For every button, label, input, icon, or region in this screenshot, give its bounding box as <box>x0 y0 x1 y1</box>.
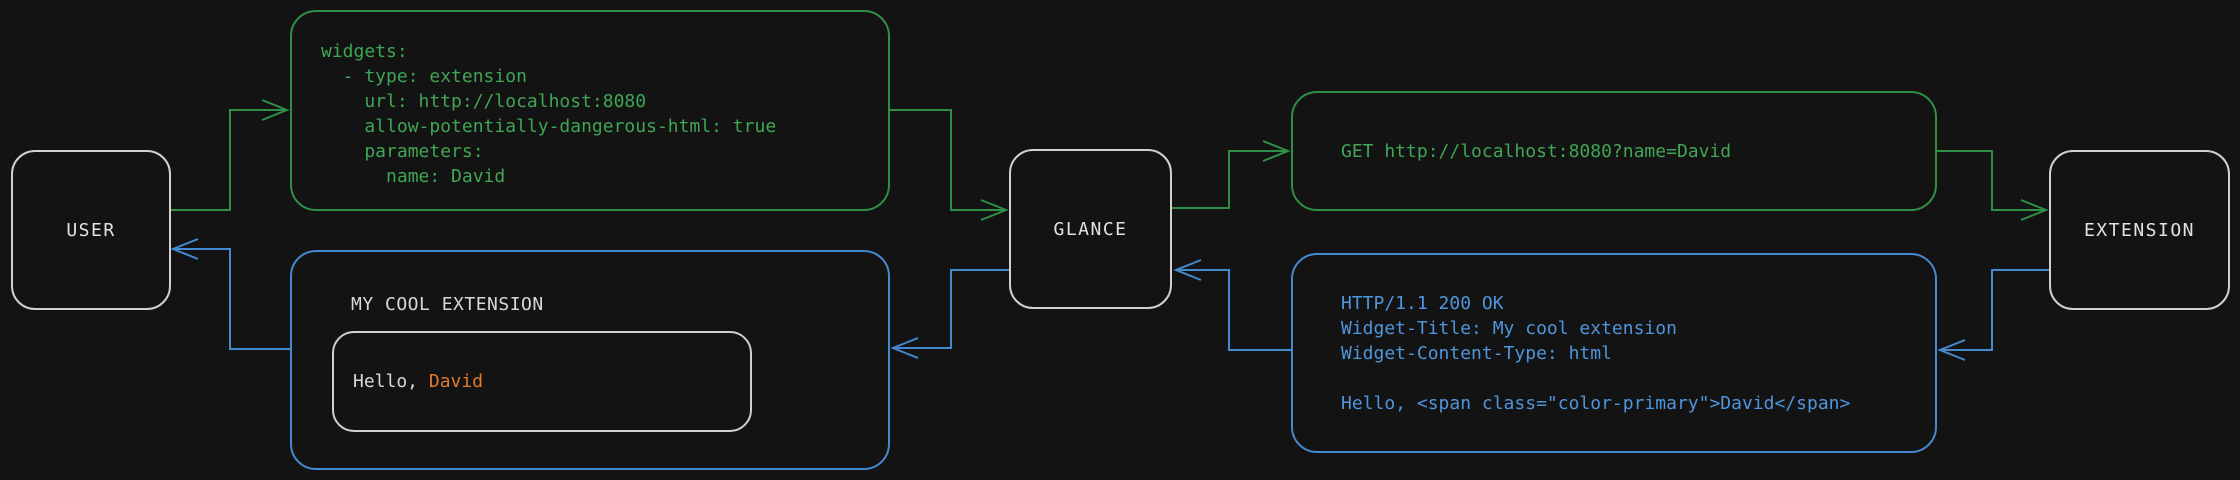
glance-node-label: GLANCE <box>1053 218 1128 240</box>
arrow-glance-to-request <box>1172 140 1291 209</box>
http-request-code: GET http://localhost:8080?name=David <box>1341 140 1732 162</box>
user-node: USER <box>11 150 171 310</box>
http-response-code: HTTP/1.1 200 OK Widget-Title: My cool ex… <box>1341 292 1851 414</box>
http-request-box: GET http://localhost:8080?name=David <box>1291 91 1937 211</box>
greeting-name: David <box>428 371 484 392</box>
arrow-extension-to-response <box>1937 269 2049 361</box>
user-node-label: USER <box>66 219 116 241</box>
arrow-request-to-extension <box>1937 150 2049 221</box>
http-response-box: HTTP/1.1 200 OK Widget-Title: My cool ex… <box>1291 253 1937 453</box>
extension-node: EXTENSION <box>2049 150 2230 310</box>
rendered-widget-box: MY COOL EXTENSION Hello, David <box>290 250 890 470</box>
arrow-widget-to-user <box>170 238 290 350</box>
widget-config-box: widgets: - type: extension url: http://l… <box>290 10 890 211</box>
arrow-config-to-glance <box>890 109 1009 221</box>
extension-node-label: EXTENSION <box>2083 219 2196 241</box>
arrow-response-to-glance <box>1173 259 1291 351</box>
arrow-glance-to-widget <box>890 269 1009 359</box>
widget-config-code: widgets: - type: extension url: http://l… <box>321 41 777 187</box>
arrow-user-to-config <box>171 99 290 211</box>
rendered-widget-title: MY COOL EXTENSION <box>351 294 544 315</box>
rendered-widget-inner-box: Hello, David <box>332 331 752 432</box>
greeting-prefix: Hello, <box>353 371 429 392</box>
glance-node: GLANCE <box>1009 149 1172 309</box>
